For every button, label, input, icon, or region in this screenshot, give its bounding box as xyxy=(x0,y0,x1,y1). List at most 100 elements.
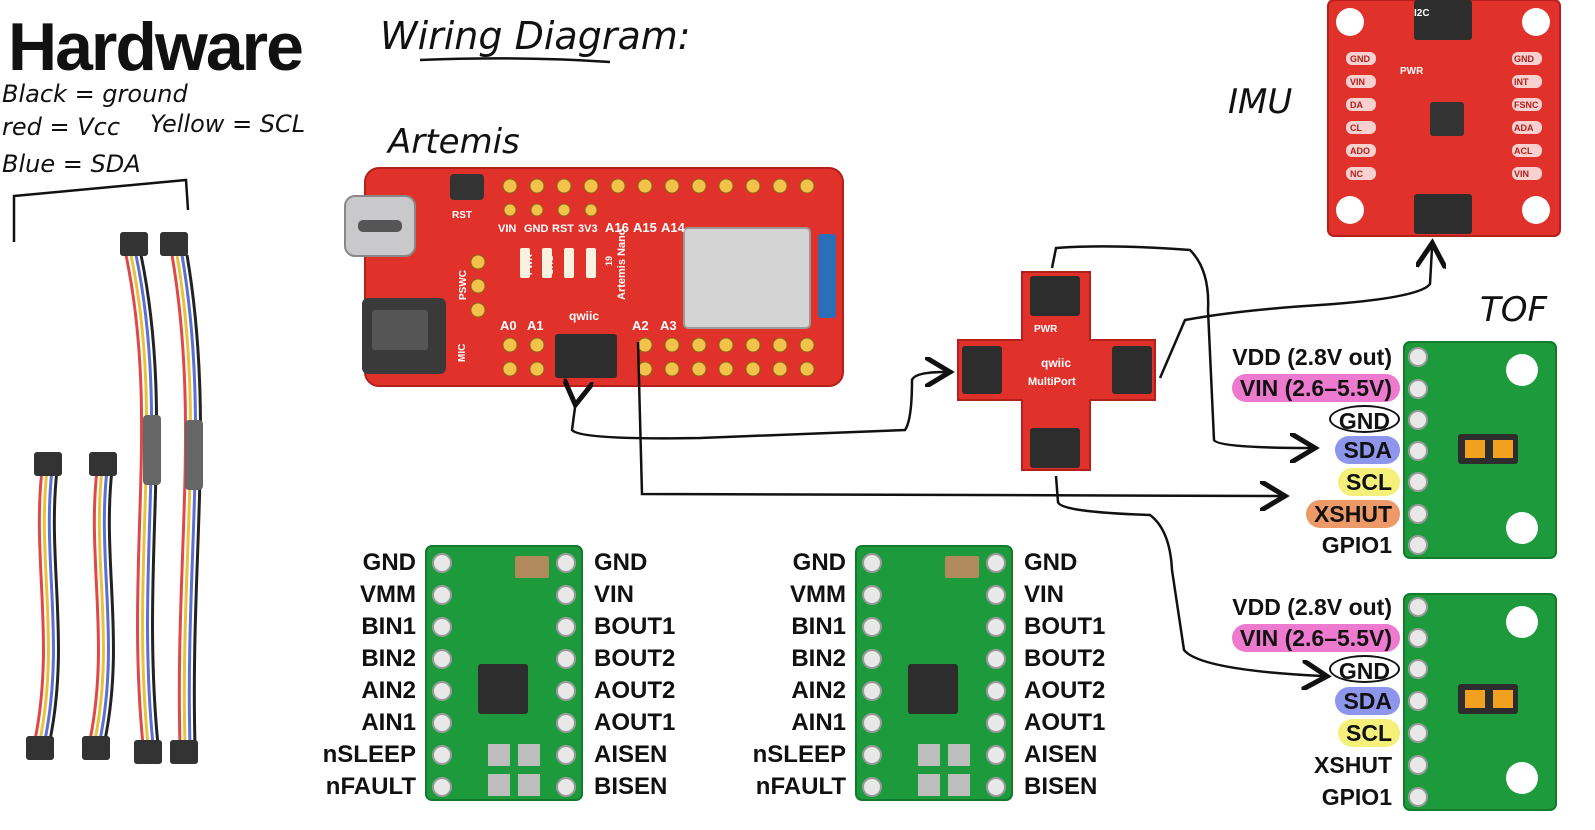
multiport-silk-name: MultiPort xyxy=(1028,376,1076,388)
tof2-pin-xshut: XSHUT xyxy=(1314,752,1392,778)
md2-right-bisen: BISEN xyxy=(1024,773,1098,800)
legend-scl: Yellow = SCL xyxy=(150,110,306,138)
imu-left-pin-vin: VIN xyxy=(1350,77,1365,87)
artemis-label: Artemis xyxy=(388,122,520,162)
imu-right-pin-gnd: GND xyxy=(1514,54,1535,64)
md2-left-ain2: AIN2 xyxy=(791,677,846,704)
wire-artemis-a2-to-tof1-xshut xyxy=(636,341,1280,496)
imu-right-pin-acl: ACL xyxy=(1514,146,1533,156)
md1-left-vmm: VMM xyxy=(360,581,416,608)
md2-left-nfault: nFAULT xyxy=(755,773,846,800)
qwiic-cable-long-1 xyxy=(120,232,162,764)
tof1-pin-vdd: VDD (2.8V out) xyxy=(1232,344,1392,370)
multiport-board: PWR qwiic MultiPort xyxy=(957,271,1156,471)
artemis-pin-3v3: 3V3 xyxy=(578,223,598,235)
imu-left-pin-ado: ADO xyxy=(1350,146,1370,156)
artemis-pin-a3: A3 xyxy=(660,318,677,333)
artemis-silk-rst: RST xyxy=(452,210,472,221)
artemis-pin-a14: A14 xyxy=(661,220,686,235)
qwiic-cables xyxy=(26,232,203,764)
tof-board-2 xyxy=(1403,593,1557,811)
md2-right-vin: VIN xyxy=(1024,581,1065,608)
md2-right-aout2: AOUT2 xyxy=(1024,677,1106,704)
artemis-silk-mic: MIC xyxy=(457,344,468,362)
artemis-pin-a0: A0 xyxy=(500,318,517,333)
md2-right-aisen: AISEN xyxy=(1024,741,1098,768)
imu-right-pin-vin: VIN xyxy=(1514,169,1529,179)
diagram-title: Wiring Diagram: xyxy=(380,14,691,58)
tof2-pin-gnd: GND xyxy=(1328,655,1400,684)
md1-left-bin2: BIN2 xyxy=(361,645,416,672)
artemis-silk-pswc: PSWC xyxy=(458,270,469,300)
md1-left-ain1: AIN1 xyxy=(361,709,416,736)
artemis-pin-a15: A15 xyxy=(633,220,657,235)
artemis-pin-rst: RST xyxy=(552,223,574,235)
md2-left-ain1: AIN1 xyxy=(791,709,846,736)
md1-right-bout1: BOUT1 xyxy=(594,613,676,640)
imu-right-pin-fsnc: FSNC xyxy=(1514,100,1539,110)
md1-right-aisen: AISEN xyxy=(594,741,668,768)
imu-qwiic-top xyxy=(1414,0,1472,40)
artemis-pin-a2: A2 xyxy=(632,318,649,333)
legend-sda: Blue = SDA xyxy=(2,150,141,178)
qwiic-cable-long-2 xyxy=(160,232,203,764)
imu-qwiic-bottom xyxy=(1414,194,1472,234)
md1-right-gnd: GND xyxy=(594,549,648,576)
wires xyxy=(572,246,1432,676)
tof2-labels: VDD (2.8V out) VIN (2.6–5.5V) GND SDA SC… xyxy=(1200,593,1400,810)
imu-silk-pwr: PWR xyxy=(1400,66,1424,77)
tof2-pin-sda: SDA xyxy=(1335,687,1400,715)
md2-right-aout1: AOUT1 xyxy=(1024,709,1106,736)
tof1-pin-scl: SCL xyxy=(1338,468,1400,496)
wire-multiport-to-tof2 xyxy=(1054,475,1322,676)
md1-right-aout2: AOUT2 xyxy=(594,677,676,704)
qwiic-cable-short-2 xyxy=(82,452,117,760)
antenna xyxy=(818,234,836,318)
artemis-pin-a16: A16 xyxy=(605,220,629,235)
multiport-silk-qwiic: qwiic xyxy=(1041,356,1071,370)
md2-left-bin1: BIN1 xyxy=(791,613,846,640)
tof-label: TOF xyxy=(1480,290,1548,330)
multiport-qwiic-top xyxy=(1030,276,1080,316)
multiport-silk-pwr: PWR xyxy=(1034,324,1058,335)
md2-left-bin2: BIN2 xyxy=(791,645,846,672)
artemis-module xyxy=(683,227,811,329)
tof2-pin-vdd: VDD (2.8V out) xyxy=(1232,594,1392,620)
md2-left-vmm: VMM xyxy=(790,581,846,608)
tof2-pin-vin: VIN (2.6–5.5V) xyxy=(1231,624,1400,652)
artemis-silk-qwiic: qwiic xyxy=(569,309,599,323)
md2-left-gnd: GND xyxy=(792,549,846,576)
md2-right-bout2: BOUT2 xyxy=(1024,645,1106,672)
imu-left-pin-nc: NC xyxy=(1350,169,1363,179)
imu-silk-i2c: I2C xyxy=(1414,8,1430,19)
multiport-qwiic-left xyxy=(962,346,1002,394)
wire-artemis-to-multiport xyxy=(572,372,945,440)
md1-right-aout1: AOUT1 xyxy=(594,709,676,736)
md2-right-gnd: GND xyxy=(1024,549,1078,576)
imu-label: IMU xyxy=(1228,82,1293,122)
legend-bracket xyxy=(12,178,190,242)
md1-left-nsleep: nSLEEP xyxy=(322,741,416,768)
multiport-qwiic-bottom xyxy=(1030,428,1080,468)
motor-driver-2 xyxy=(855,545,1013,801)
tof1-pin-sda: SDA xyxy=(1335,436,1400,464)
artemis-pin-gnd: GND xyxy=(524,223,549,235)
reset-button xyxy=(450,174,484,200)
tof1-pin-gpio1: GPIO1 xyxy=(1321,532,1392,558)
multiport-qwiic-right xyxy=(1112,346,1152,394)
tof2-pin-scl: SCL xyxy=(1338,719,1400,747)
md2-right-bout1: BOUT1 xyxy=(1024,613,1106,640)
wire-multiport-to-imu xyxy=(1158,248,1432,379)
artemis-pin-vin: VIN xyxy=(498,223,516,235)
imu-chip xyxy=(1430,102,1464,136)
md1-left-bin1: BIN1 xyxy=(361,613,416,640)
imu-left-pin-cl: CL xyxy=(1350,123,1362,133)
imu-right-pin-int: INT xyxy=(1514,77,1529,87)
motor1-chip xyxy=(478,664,528,714)
qwiic-cable-short-1 xyxy=(26,452,62,760)
tof1-labels: VDD (2.8V out) VIN (2.6–5.5V) GND SDA SC… xyxy=(1200,342,1400,558)
imu-board: I2C PWR GND VIN DA CL ADO NC GND INT FSN… xyxy=(1327,0,1561,237)
md1-left-ain2: AIN2 xyxy=(361,677,416,704)
imu-left-pin-gnd: GND xyxy=(1350,54,1371,64)
